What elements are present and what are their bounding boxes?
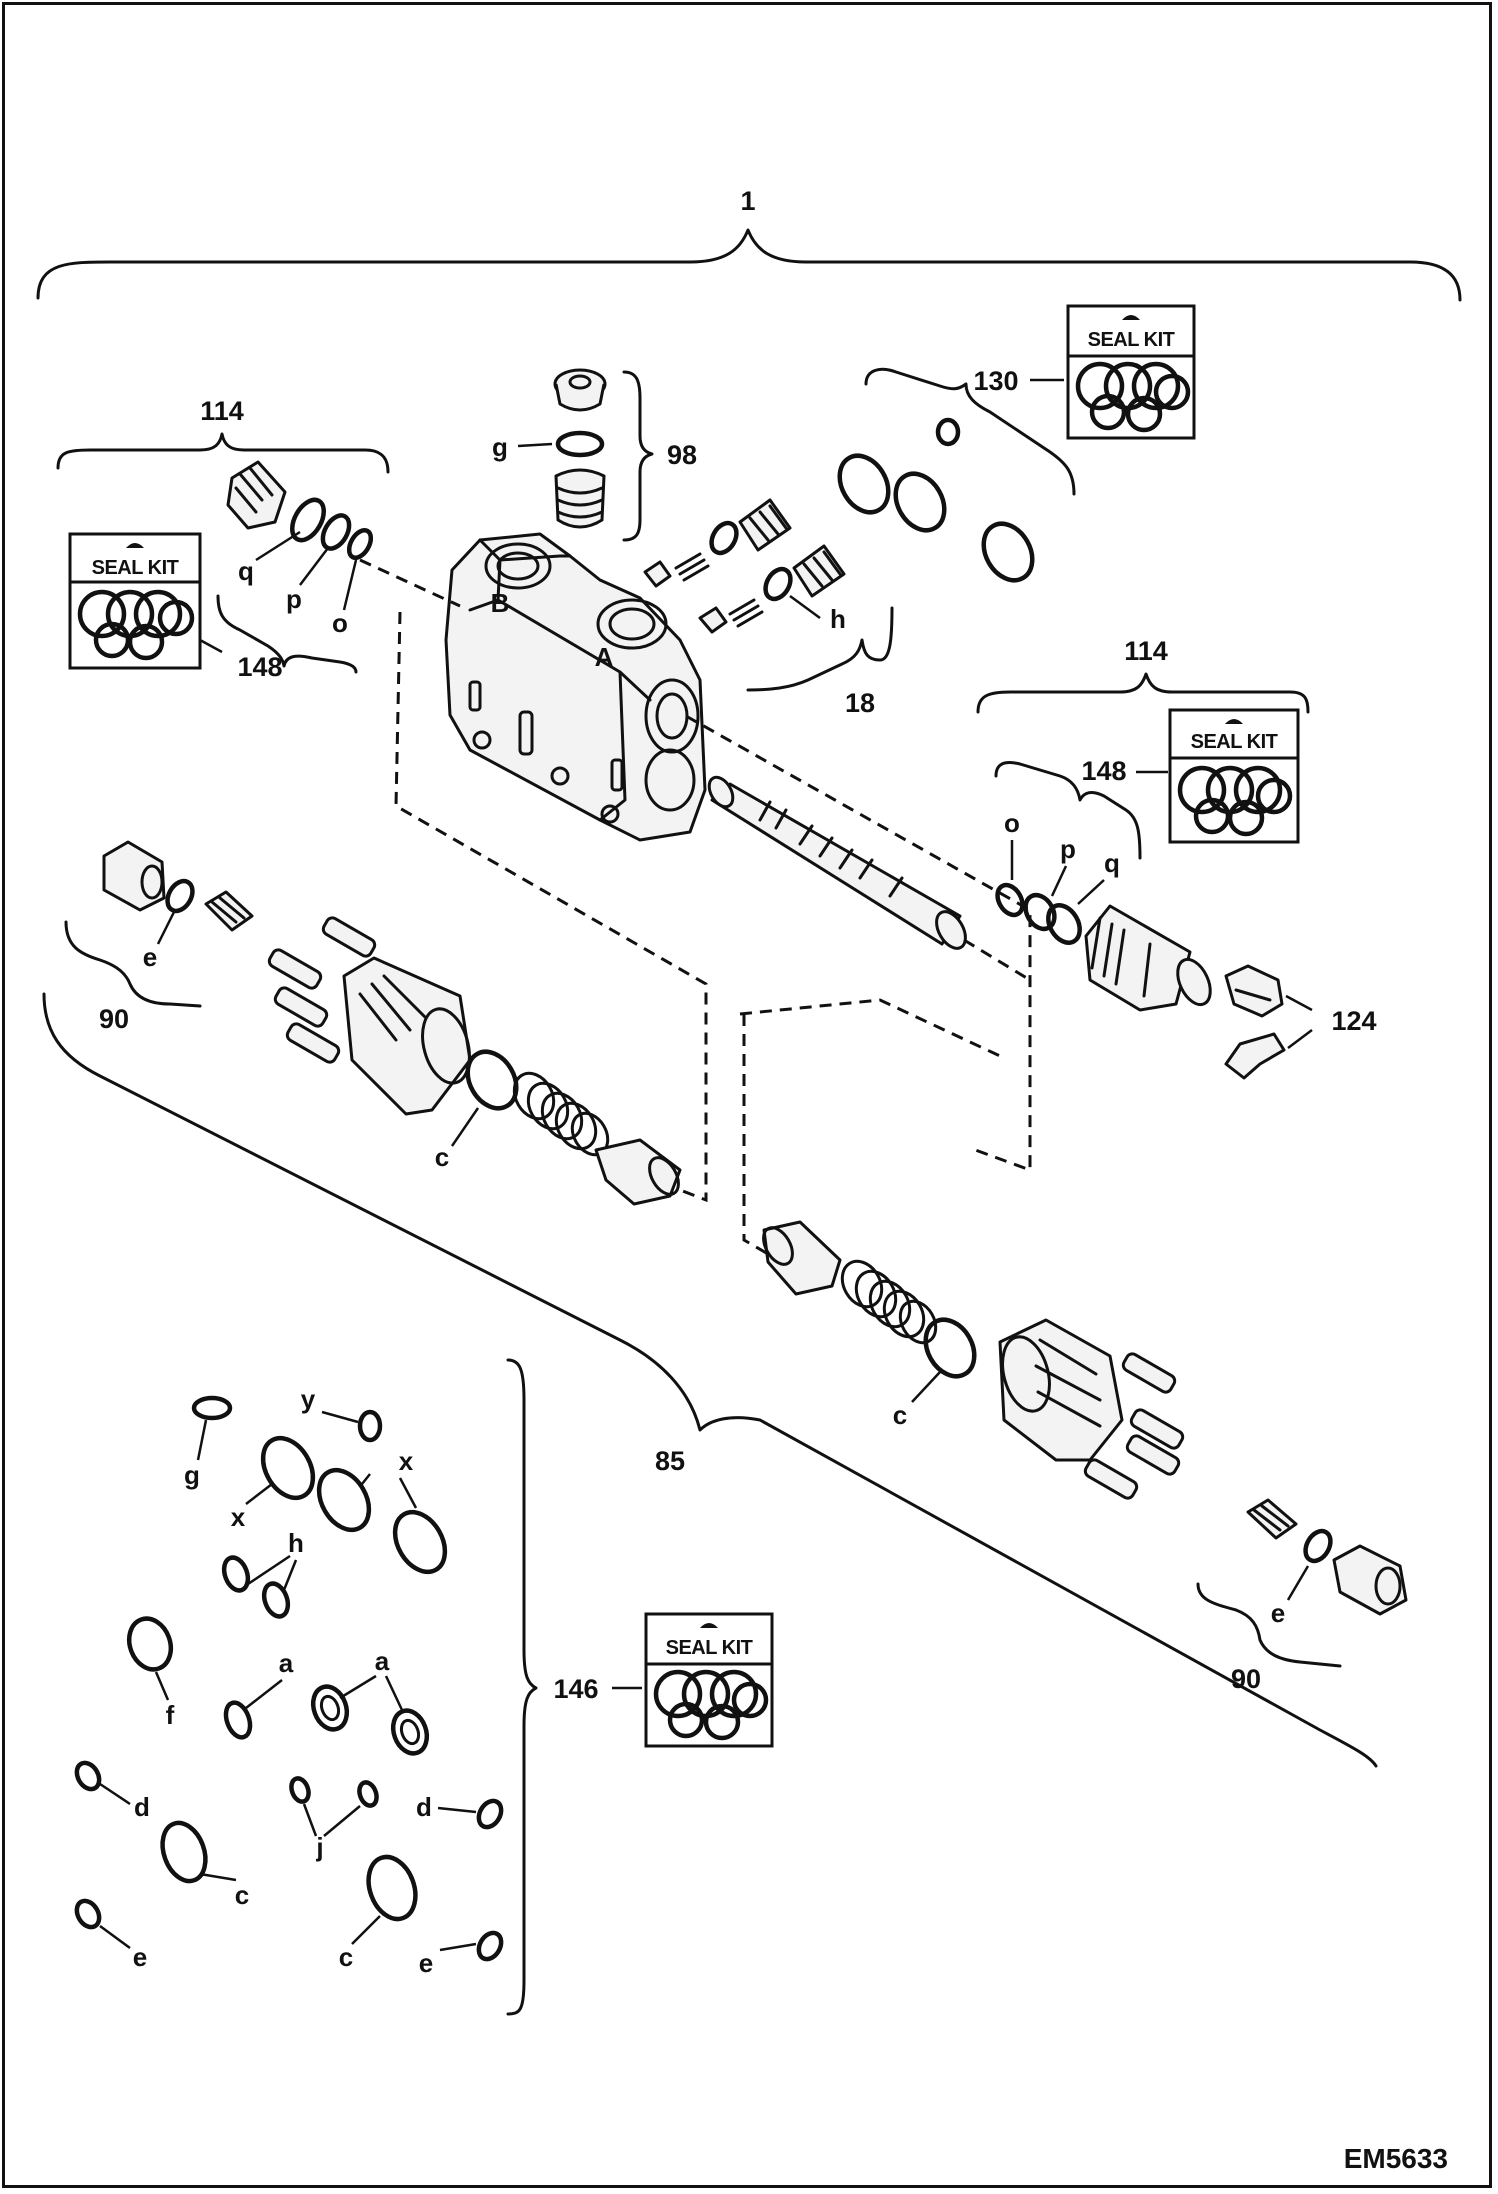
- letter-q-right: q: [1104, 848, 1120, 878]
- leader-body-left: [359, 558, 461, 608]
- kit-o-rings: [74, 1395, 504, 1962]
- callout-kit-left: 148: [237, 652, 282, 682]
- kit-left-brace: [216, 594, 358, 674]
- end-cap-right: [1246, 1498, 1408, 1616]
- letter-o-right: o: [1004, 808, 1020, 838]
- plug-assembly: [553, 368, 607, 529]
- kit-letter-j: j: [315, 1832, 323, 1862]
- callout-kit-bottom: 146: [553, 1674, 598, 1704]
- seal-kit-right-label: SEAL KIT: [1191, 731, 1278, 753]
- kit-letter-c1: c: [235, 1880, 249, 1910]
- kit-letter-c2: c: [339, 1942, 353, 1972]
- check-brace: [746, 606, 894, 692]
- seal-kit-top: SEAL KIT: [1066, 304, 1196, 440]
- callout-relief-left: 114: [200, 396, 244, 426]
- spring-housing-right: [998, 1318, 1185, 1500]
- relief-cartridge-left: [226, 460, 374, 560]
- cap-right-brace: [1196, 1582, 1342, 1668]
- seal-kit-left-label: SEAL KIT: [92, 557, 179, 579]
- spool-clip: [1224, 964, 1286, 1080]
- kit-letter-e2: e: [419, 1948, 433, 1978]
- callout-spool-group: 85: [655, 1446, 685, 1476]
- spring-left: [512, 1071, 682, 1206]
- seal-kit-left: SEAL KIT: [68, 532, 202, 670]
- kit-letter-x1: x: [231, 1502, 246, 1532]
- check-assembly-upper: [643, 498, 792, 588]
- seal-kit-right: SEAL KIT: [1168, 708, 1300, 844]
- kit-letter-x2: x: [399, 1446, 414, 1476]
- callout-assembly: 1: [740, 186, 755, 216]
- kit-right-brace: [994, 761, 1142, 860]
- body-o-rings: [837, 417, 1035, 583]
- letter-c-left: c: [435, 1142, 449, 1172]
- spool-group-brace: [42, 992, 1378, 1768]
- assembly-brace: [36, 228, 1462, 302]
- relief-left-brace: [56, 432, 390, 474]
- leader-spool-down: [742, 938, 1031, 1264]
- letter-p-right: p: [1060, 834, 1076, 864]
- plug-brace: [622, 370, 654, 542]
- letter-e-left: e: [143, 942, 157, 972]
- kit-letter-d2: d: [416, 1792, 432, 1822]
- callout-check: 18: [845, 688, 875, 718]
- letter-p-left: p: [286, 584, 302, 614]
- letter-e-right: e: [1271, 1598, 1285, 1628]
- kit-letter-a1: a: [279, 1648, 294, 1678]
- callout-cap-left: 90: [99, 1004, 129, 1034]
- callout-cap-right: 90: [1231, 1664, 1261, 1694]
- valve-body: B A: [444, 532, 707, 842]
- seal-kit-top-label: SEAL KIT: [1088, 329, 1175, 351]
- letter-g-top: g: [492, 432, 508, 462]
- seal-kit-bottom: SEAL KIT: [644, 1612, 774, 1748]
- kit-letter-d1: d: [134, 1792, 150, 1822]
- spring-right: [762, 1220, 977, 1379]
- leader-body-cap-left: [394, 611, 708, 1203]
- letter-q-left: q: [238, 556, 254, 586]
- kit-top-brace: [864, 367, 1076, 496]
- callout-kit-top: 130: [973, 366, 1018, 396]
- diagram-code: EM5633: [1344, 2143, 1448, 2174]
- cap-left-brace: [64, 920, 202, 1008]
- callout-relief-right: 114: [1124, 636, 1168, 666]
- callout-clip: 124: [1331, 1006, 1376, 1036]
- spring-housing-left: [267, 916, 519, 1116]
- kit-letter-a2: a: [375, 1646, 390, 1676]
- kit-letter-g: g: [184, 1460, 200, 1490]
- kit-bottom-brace: [506, 1358, 538, 2016]
- relief-cartridge-right: [995, 882, 1212, 1012]
- letter-o-left: o: [332, 608, 348, 638]
- relief-right-brace: [976, 672, 1310, 714]
- main-spool: [707, 775, 967, 950]
- kit-letter-e1: e: [133, 1942, 147, 1972]
- leader-spool-right: [685, 714, 1032, 1173]
- kit-letter-f: f: [166, 1700, 175, 1730]
- kit-letter-y: y: [301, 1384, 316, 1414]
- check-assembly-lower: [698, 544, 846, 634]
- port-b-label: B: [491, 588, 510, 618]
- port-a-label: A: [595, 642, 614, 672]
- letter-h-top: h: [830, 604, 846, 634]
- kit-letter-h: h: [288, 1528, 304, 1558]
- end-cap-left: [102, 840, 254, 932]
- callout-kit-right: 148: [1081, 756, 1126, 786]
- letter-c-right: c: [893, 1400, 907, 1430]
- callout-plug: 98: [667, 440, 697, 470]
- seal-kit-bottom-label: SEAL KIT: [666, 1637, 753, 1659]
- kit-letters: g y x x h f a a d d j c c e e: [99, 1384, 477, 1978]
